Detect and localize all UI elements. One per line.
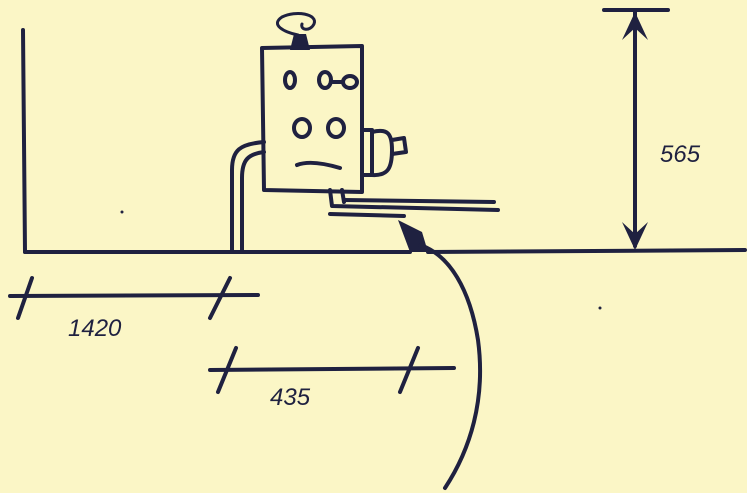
height-label: 565 xyxy=(660,141,701,168)
dial-icon xyxy=(326,117,346,139)
offset-tick-right xyxy=(208,276,232,320)
leader-curve xyxy=(418,243,483,490)
flue-swirl-icon xyxy=(276,12,316,37)
pipe-spacing-dimension: 435 xyxy=(208,346,456,411)
pipe-inner xyxy=(240,150,266,252)
display-slot xyxy=(295,160,342,170)
pipe-lower xyxy=(328,212,406,218)
spacing-tick-left xyxy=(216,346,238,394)
side-valve-body xyxy=(370,128,394,178)
wall-line xyxy=(21,28,27,254)
floor-line xyxy=(23,248,747,254)
boiler-unit xyxy=(260,12,408,194)
knob-icon xyxy=(341,74,359,90)
height-dimension: 565 xyxy=(602,8,701,250)
valve-handle-icon xyxy=(390,136,408,156)
spacing-tick-right xyxy=(398,346,420,394)
room-outline xyxy=(21,28,747,254)
arrow-down-icon xyxy=(622,222,648,250)
boiler-body xyxy=(260,44,364,194)
bottom-pipes xyxy=(328,188,500,218)
left-offset-dimension: 1420 xyxy=(8,276,260,342)
pipe-middle xyxy=(342,198,496,204)
offset-tick-left xyxy=(16,276,34,320)
spacing-line xyxy=(208,366,456,372)
pipe-upper xyxy=(328,188,500,212)
dial-icon xyxy=(292,117,312,139)
arrow-up-icon xyxy=(622,12,648,40)
connection-leader xyxy=(398,220,483,490)
pipe-outer xyxy=(230,140,266,252)
offset-line xyxy=(8,293,260,298)
pipe-spacing-label: 435 xyxy=(270,384,311,411)
left-pipes xyxy=(230,140,266,252)
speck xyxy=(598,306,602,310)
side-valve xyxy=(360,128,374,177)
knob-icon xyxy=(317,70,333,90)
left-offset-label: 1420 xyxy=(68,315,122,342)
speck xyxy=(120,210,124,214)
knob-icon xyxy=(283,70,297,90)
